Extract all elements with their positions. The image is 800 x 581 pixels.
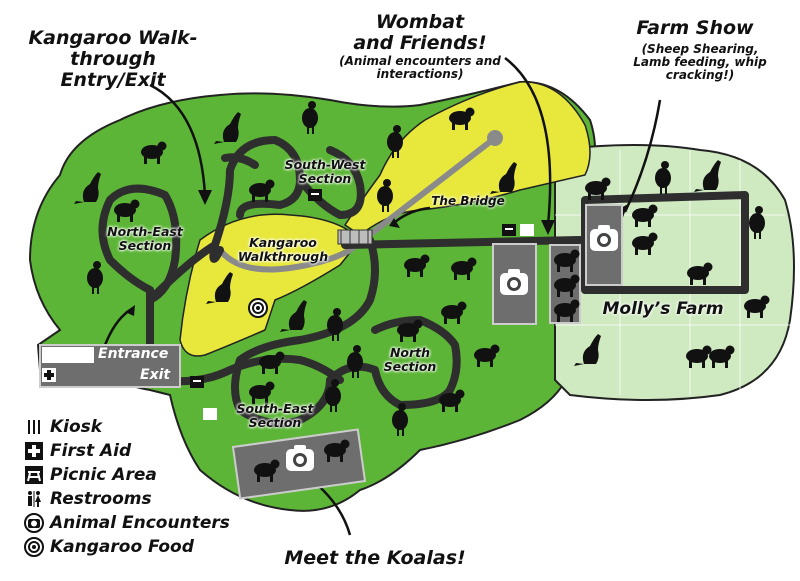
kangaroo-entry-label: Kangaroo Walk- through Entry/Exit <box>28 27 198 91</box>
map-facility-icons <box>190 189 534 420</box>
kangaroo-walk-path <box>217 135 498 273</box>
picnic-icon <box>24 465 44 485</box>
legend-label: First Aid <box>50 441 132 461</box>
legend-label: Animal Encounters <box>50 513 230 533</box>
camera-icon <box>24 513 44 533</box>
legend-restrooms: Restrooms <box>24 487 230 511</box>
farm-show-subtitle: (Sheep Shearing, Lamb feeding, whip crac… <box>633 42 767 83</box>
wombat-title: Wombat and Friends! <box>353 11 487 54</box>
section-north: North Section <box>383 345 437 374</box>
wombat-subtitle: (Animal encounters and interactions) <box>339 54 501 82</box>
section-north-east: North-East Section <box>107 224 183 253</box>
target-icon <box>24 537 44 557</box>
legend-kangaroo-food: Kangaroo Food <box>24 535 230 559</box>
section-south-west: South-West Section <box>284 157 366 186</box>
section-kangaroo-walkthrough: Kangaroo Walkthrough <box>237 235 329 264</box>
legend-label: Kiosk <box>50 417 103 437</box>
mollys-farm-label: Molly’s Farm <box>602 299 724 319</box>
legend-label: Restrooms <box>50 489 152 509</box>
entrance-sign <box>39 344 181 388</box>
kangaroo-walkthrough-area <box>179 213 361 357</box>
restroom-icon <box>24 489 44 509</box>
meet-koalas-label: Meet the Koalas! <box>284 547 466 569</box>
bridge <box>337 229 373 245</box>
first-aid-icon <box>24 441 44 461</box>
entrance-label: Entrance <box>98 346 169 362</box>
farm-show-title: Farm Show <box>636 17 754 39</box>
legend-first-aid: First Aid <box>24 439 230 463</box>
legend-picnic: Picnic Area <box>24 463 230 487</box>
legend-animal-encounters: Animal Encounters <box>24 511 230 535</box>
legend-kiosk: Kiosk <box>24 415 230 439</box>
section-south-east: South-East Section <box>236 401 314 430</box>
exit-label: Exit <box>140 367 171 383</box>
legend-label: Picnic Area <box>50 465 157 485</box>
bridge-label: The Bridge <box>431 194 505 208</box>
kiosk-icon <box>24 417 44 437</box>
legend-label: Kangaroo Food <box>50 537 194 557</box>
map-legend: Kiosk First Aid Picnic Area Restrooms An… <box>24 415 230 559</box>
